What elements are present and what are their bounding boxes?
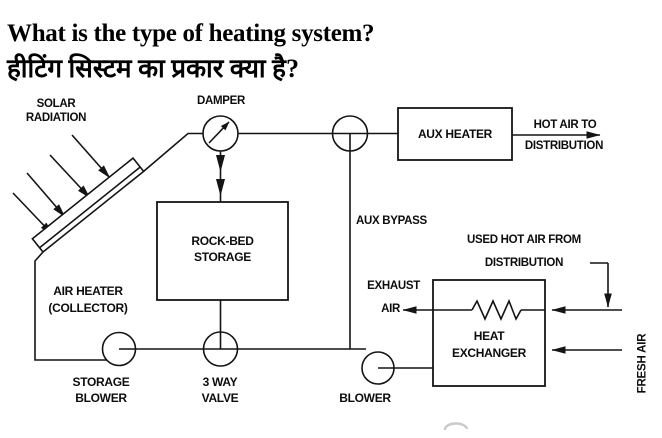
label-hot-air-to: HOT AIR TO — [533, 119, 597, 131]
label-storage-blower: STORAGE BLOWER — [72, 375, 130, 405]
label-aux-heater: AUX HEATER — [417, 127, 493, 141]
solar-radiation-arrows-icon — [12, 134, 111, 236]
label-heat-exchanger: HEAT EXCHANGER — [452, 329, 526, 360]
label-rock-bed-storage: ROCK-BED STORAGE — [191, 234, 254, 264]
storage-blower-icon — [101, 331, 137, 367]
question-text-english: What is the type of heating system? — [7, 20, 375, 47]
watermark-artifact — [443, 422, 469, 431]
damper-icon — [202, 115, 239, 152]
label-air-heater-collector: AIR HEATER (COLLECTOR) — [48, 284, 128, 315]
label-solar-radiation: SOLAR RADIATION — [25, 98, 87, 124]
question-text-hindi: हीटिंग सिस्टम का प्रकार क्या है? — [7, 54, 299, 83]
bypass-tee-icon — [331, 115, 369, 152]
heat-exchanger-coil-icon — [471, 298, 522, 321]
label-three-way-valve: 3 WAY VALVE — [201, 375, 239, 405]
label-used-hot-air: USED HOT AIR FROM — [467, 234, 581, 246]
label-hot-air-distribution: DISTRIBUTION — [524, 140, 604, 152]
three-way-valve-icon — [202, 331, 239, 367]
label-used-hot-air-distribution: DISTRIBUTION — [484, 257, 564, 269]
label-aux-bypass: AUX BYPASS — [356, 215, 427, 227]
label-exhaust-air: AIR — [381, 303, 400, 315]
label-fresh-air: FRESH AIR — [636, 333, 649, 394]
label-exhaust: EXHAUST — [367, 280, 420, 292]
label-blower: BLOWER — [339, 391, 391, 405]
collector-panel-icon — [31, 156, 145, 254]
damper-storage-flow-arrows-icon — [216, 151, 225, 202]
collector-to-damper-duct — [143, 132, 203, 173]
blower-icon — [361, 351, 395, 385]
label-damper: DAMPER — [196, 95, 246, 107]
